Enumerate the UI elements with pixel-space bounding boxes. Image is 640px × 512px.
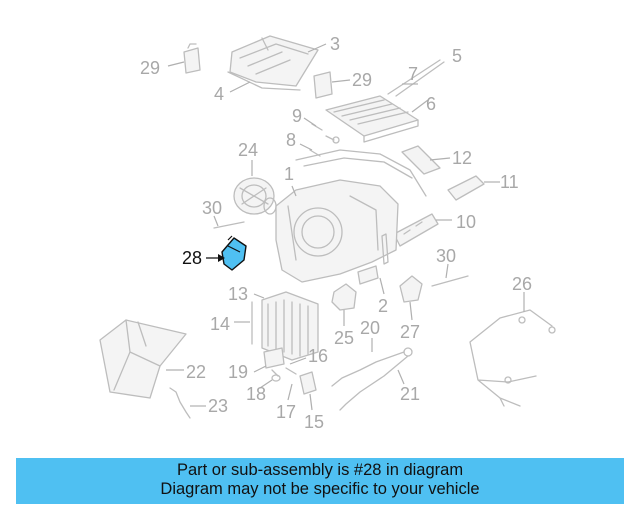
callout-16: 16 [308,346,328,366]
part-23-bracket [169,387,206,419]
callout-17: 17 [276,402,296,422]
part-30-rod-left [213,215,245,229]
info-banner: Part or sub-assembly is #28 in diagram D… [16,458,624,504]
callout-22: 22 [186,362,206,382]
callout-25: 25 [334,328,354,348]
callout-20: 20 [360,318,380,338]
callout-23: 23 [208,396,228,416]
part-6-heater-core [325,59,445,143]
part-30-rod-right [431,263,469,287]
part-12-duct [401,145,451,175]
part-8-9-pins [299,117,340,157]
callout-15: 15 [304,412,324,432]
callout-1: 1 [284,164,294,184]
part-1-main-housing [275,149,427,283]
banner-line-2: Diagram may not be specific to your vehi… [160,480,480,498]
callout-9: 9 [292,106,302,126]
part-26-harness [469,292,556,407]
callout-28-highlighted: 28 [182,248,202,268]
callout-11: 11 [500,172,519,192]
part-3-filter-housing [227,35,327,93]
part-29-clip [167,43,201,74]
part-20-21-lines [331,338,413,411]
part-16-19-valve [253,347,317,411]
part-2 [357,233,389,295]
callout-29-left: 29 [140,58,160,78]
part-24-blower [233,160,277,215]
callout-7: 7 [408,64,418,84]
part-29-bracket [313,71,351,99]
part-10-door [393,213,452,247]
callout-8: 8 [286,130,296,150]
callout-18: 18 [246,384,266,404]
part-13-evaporator [234,291,319,361]
parts-diagram: 29 3 4 29 5 7 6 9 8 24 1 12 11 30 10 28 … [99,34,556,432]
callout-labels: 29 3 4 29 5 7 6 9 8 24 1 12 11 30 10 28 … [140,34,532,432]
callout-19: 19 [228,362,248,382]
callout-30-right: 30 [436,246,456,266]
banner-line-1: Part or sub-assembly is #28 in diagram [176,461,464,479]
part-27-actuator [399,275,423,321]
callout-30-left: 30 [202,198,222,218]
callout-3: 3 [330,34,340,54]
callout-12: 12 [452,148,472,168]
callout-29-right: 29 [352,70,372,90]
callout-5: 5 [452,46,462,66]
callout-26: 26 [512,274,532,294]
part-11-door [447,175,500,201]
callout-10: 10 [456,212,476,232]
part-22-duct [99,319,187,399]
callout-27: 27 [400,322,420,342]
callout-14: 14 [210,314,230,334]
callout-2: 2 [378,296,388,316]
callout-6: 6 [426,94,436,114]
callout-4: 4 [214,84,224,104]
part-28-highlighted [206,235,247,271]
callout-24: 24 [238,140,258,160]
callout-21: 21 [400,384,420,404]
part-25-motor [331,283,357,326]
callout-13: 13 [228,284,248,304]
